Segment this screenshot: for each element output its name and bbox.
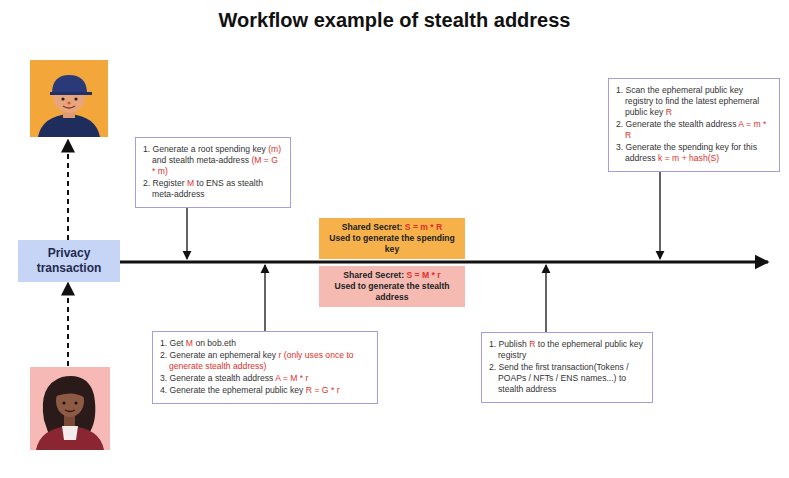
- node-text: Used to generate the spending key: [324, 233, 460, 255]
- node-text: 2. Register M to ENS as stealth meta-add…: [143, 178, 283, 200]
- math-highlight: R: [306, 385, 312, 395]
- node-text: 2. Send the first transaction(Tokens / P…: [489, 362, 645, 395]
- math-highlight: =: [283, 373, 288, 383]
- math-highlight: m): [158, 166, 168, 176]
- math-highlight: M: [186, 338, 193, 348]
- math-highlight: =: [314, 385, 319, 395]
- actor-link: [67, 140, 69, 240]
- node-text: 1. Generate a root spending key (m) and …: [143, 144, 283, 177]
- math-highlight: A: [738, 119, 743, 129]
- math-highlight: R: [436, 222, 442, 232]
- math-highlight: G: [271, 155, 278, 165]
- secret-band: Shared Secret: S = m * RUsed to generate…: [319, 218, 465, 259]
- step-box: 1. Generate a root spending key (m) and …: [135, 137, 291, 208]
- math-highlight: +: [682, 153, 687, 163]
- node-text: 1. Scan the ephemeral public key registr…: [616, 85, 772, 118]
- math-highlight: M: [290, 373, 297, 383]
- timeline-pointer: [545, 265, 546, 332]
- math-highlight: r: [337, 385, 340, 395]
- step-box: 1. Scan the ephemeral public key registr…: [608, 78, 780, 172]
- math-highlight: R: [666, 107, 672, 117]
- timeline: [120, 261, 768, 264]
- node-text: Used to generate the stealth address: [324, 281, 460, 303]
- node-text: 3. Generate the spending key for this ad…: [616, 142, 772, 164]
- bob-avatar: [30, 60, 108, 137]
- timeline-pointer: [186, 208, 187, 259]
- math-highlight: m: [672, 153, 679, 163]
- math-highlight: =: [264, 155, 269, 165]
- math-highlight: R: [529, 339, 535, 349]
- math-highlight: =: [415, 270, 420, 280]
- node-text: Shared Secret: S = M * r: [324, 270, 460, 281]
- actor-box: Privacy transaction: [18, 240, 120, 282]
- math-highlight: once: [325, 350, 344, 360]
- math-highlight: uses: [305, 350, 323, 360]
- math-highlight: *: [152, 166, 155, 176]
- math-highlight: *: [432, 270, 435, 280]
- diagram-title: Workflow example of stealth address: [0, 9, 789, 32]
- math-highlight: *: [300, 373, 303, 383]
- math-highlight: =: [665, 153, 670, 163]
- math-highlight: hash(S): [689, 153, 719, 163]
- math-highlight: k: [658, 153, 662, 163]
- math-highlight: M: [187, 178, 194, 188]
- math-highlight: (M: [251, 155, 261, 165]
- math-highlight: S: [405, 222, 411, 232]
- math-highlight: to: [346, 350, 353, 360]
- timeline-pointer: [264, 265, 265, 331]
- actor-link: [67, 283, 69, 366]
- math-highlight: m: [753, 119, 760, 129]
- node-text: 2. Generate the stealth address A = m * …: [616, 119, 772, 141]
- math-highlight: A: [275, 373, 280, 383]
- node-text: Privacy transaction: [23, 246, 115, 276]
- math-highlight: =: [746, 119, 751, 129]
- step-box: 1. Get M on bob.eth2. Generate an epheme…: [152, 331, 378, 404]
- math-highlight: (m): [268, 144, 281, 154]
- math-highlight: G: [322, 385, 329, 395]
- node-text: 2. Generate an ephemeral key r (only use…: [160, 350, 370, 372]
- math-highlight: *: [763, 119, 766, 129]
- node-text: 1. Publish R to the ephemeral public key…: [489, 339, 645, 361]
- math-highlight: *: [331, 385, 334, 395]
- step-box: 1. Publish R to the ephemeral public key…: [481, 332, 653, 403]
- alice-avatar: [30, 367, 110, 450]
- math-highlight: r: [279, 350, 282, 360]
- math-highlight: (only: [284, 350, 303, 360]
- math-highlight: *: [430, 222, 433, 232]
- timeline-pointer: [659, 172, 660, 259]
- math-highlight: generate: [169, 361, 203, 371]
- math-highlight: address): [233, 361, 266, 371]
- math-highlight: r: [306, 373, 309, 383]
- math-highlight: r: [437, 270, 440, 280]
- math-highlight: S: [406, 270, 412, 280]
- math-highlight: =: [413, 222, 418, 232]
- node-text: 3. Generate a stealth address A = M * r: [160, 373, 370, 384]
- secret-band: Shared Secret: S = M * rUsed to generate…: [319, 266, 465, 307]
- node-text: 1. Get M on bob.eth: [160, 338, 370, 349]
- node-text: Shared Secret: S = m * R: [324, 222, 460, 233]
- node-text: 4. Generate the ephemeral public key R =…: [160, 385, 370, 396]
- math-highlight: R: [625, 130, 631, 140]
- math-highlight: M: [422, 270, 429, 280]
- math-highlight: m: [420, 222, 428, 232]
- math-highlight: stealth: [205, 361, 230, 371]
